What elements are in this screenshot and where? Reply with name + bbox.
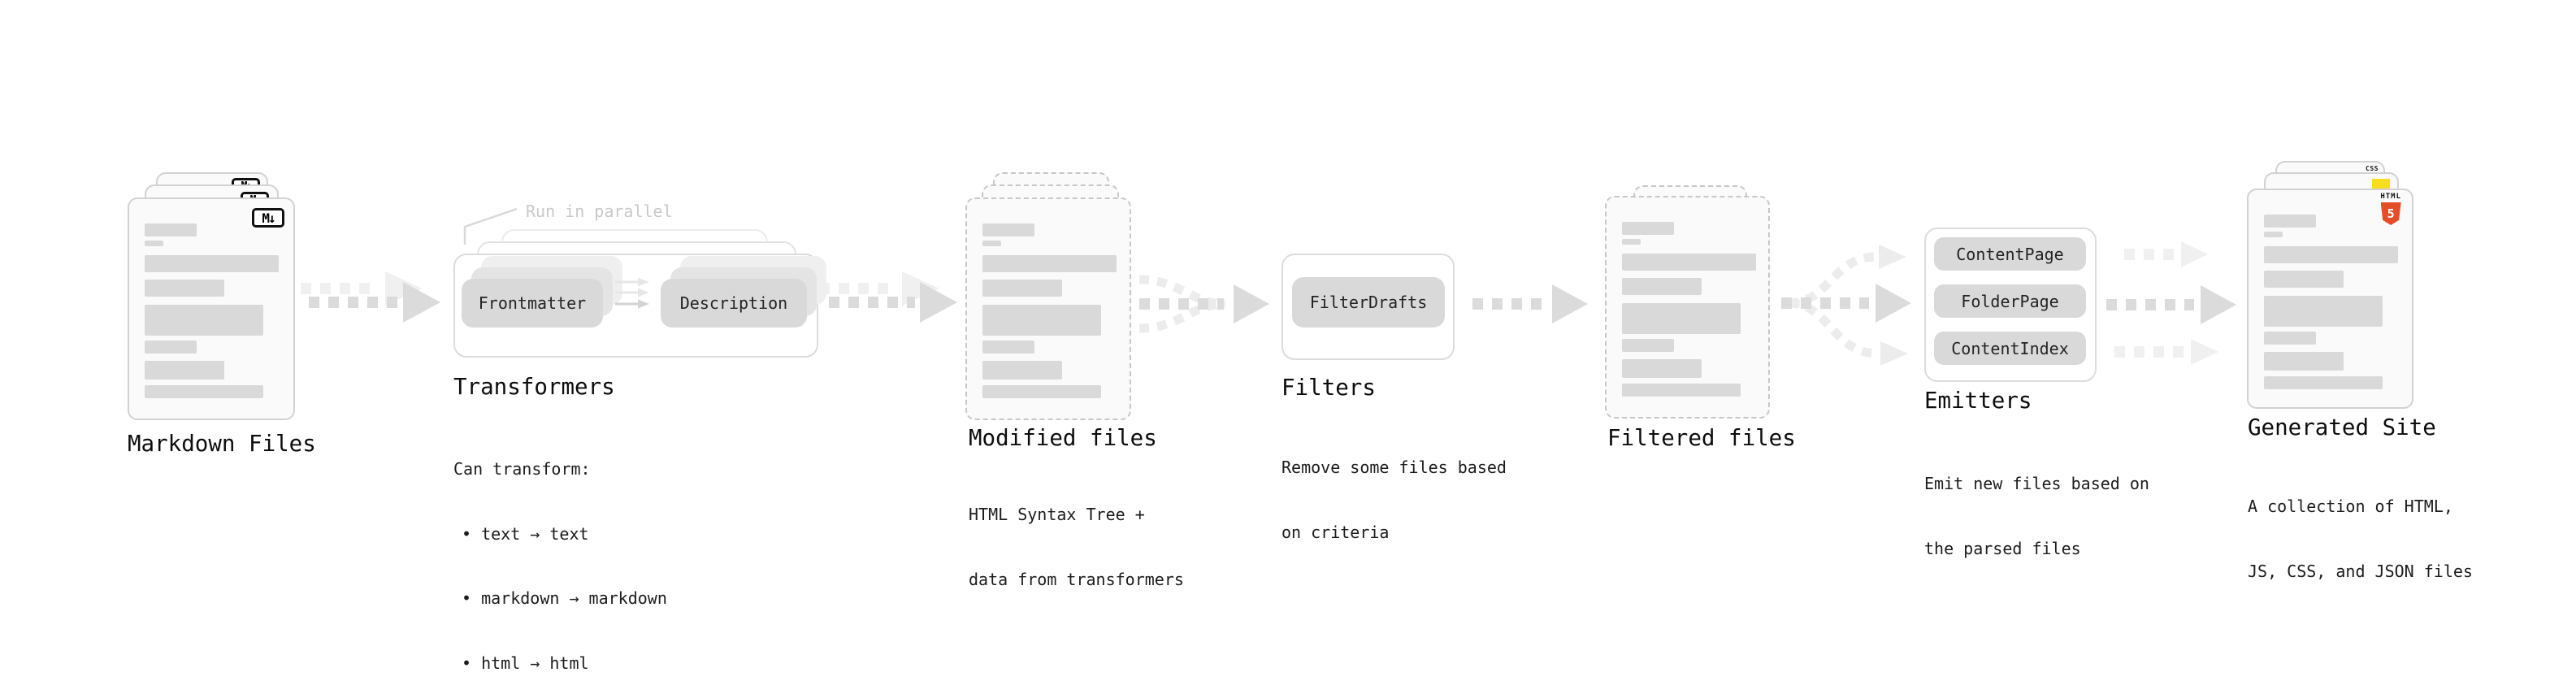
arrow-filters-to-filtered: [1472, 284, 1588, 323]
placeholder-line: [2264, 296, 2383, 327]
desc-line: • markdown → markdown: [462, 588, 667, 608]
placeholder-line: [2264, 232, 2283, 237]
placeholder-line: [2264, 215, 2316, 228]
emitters-title: Emitters: [1924, 388, 2032, 414]
placeholder-line: [2264, 332, 2316, 345]
placeholder-line: [1622, 278, 1702, 295]
arrow-transformers-to-modified: [819, 271, 957, 323]
filters-description: Remove some files based on criteria: [1281, 414, 1507, 586]
placeholder-line: [1622, 384, 1741, 397]
desc-line: • text → text: [462, 523, 589, 544]
arrow-markdown-to-transformers: [301, 271, 440, 323]
html5-number: 5: [2387, 206, 2395, 221]
filters-title: Filters: [1281, 375, 1376, 401]
html5-label: HTML: [2380, 193, 2401, 201]
transformer-description-pill: Description: [661, 279, 807, 327]
placeholder-line: [145, 305, 263, 336]
placeholder-line: [2264, 352, 2344, 371]
document-placeholder-lines: [967, 199, 1130, 419]
filtered-file-card-front: [1605, 196, 1770, 419]
html5-icon: HTML 5: [2380, 193, 2401, 225]
arrow-filtered-to-emitters-fan-out: [1781, 245, 1911, 366]
document-placeholder-lines: [1607, 197, 1768, 417]
emitter-contentpage-pill: ContentPage: [1934, 237, 2086, 271]
placeholder-line: [982, 340, 1034, 354]
run-in-parallel-label: Run in parallel: [526, 202, 673, 221]
placeholder-line: [2264, 246, 2398, 263]
modified-files-title: Modified files: [969, 425, 1157, 451]
desc-line: Remove some files based: [1281, 458, 1507, 477]
placeholder-line: [982, 241, 1001, 246]
placeholder-line: [145, 223, 197, 236]
placeholder-line: [982, 255, 1117, 272]
modified-file-card-front: [965, 197, 1131, 420]
arrow-emitters-to-site: [2106, 241, 2236, 365]
placeholder-line: [982, 280, 1062, 297]
placeholder-line: [145, 255, 279, 272]
placeholder-line: [2264, 376, 2383, 389]
placeholder-line: [145, 385, 263, 398]
css-badge-label: CSS: [2366, 165, 2379, 172]
transformers-description: Can transform: • text → text • markdown …: [453, 415, 667, 681]
generated-site-description: A collection of HTML, JS, CSS, and JSON …: [2248, 453, 2473, 625]
desc-line: HTML Syntax Tree +: [969, 505, 1145, 524]
desc-line: JS, CSS, and JSON files: [2248, 561, 2473, 581]
placeholder-line: [982, 361, 1062, 380]
placeholder-line: [1622, 303, 1741, 334]
placeholder-line: [1622, 339, 1674, 352]
document-placeholder-lines: [2249, 190, 2412, 407]
placeholder-line: [1622, 222, 1674, 235]
desc-line: data from transformers: [969, 569, 1184, 589]
placeholder-line: [1622, 254, 1756, 271]
placeholder-line: [1622, 359, 1702, 378]
modified-files-description: HTML Syntax Tree + data from transformer…: [969, 461, 1184, 633]
generated-site-title: Generated Site: [2248, 414, 2436, 440]
desc-line: the parsed files: [1924, 538, 2081, 558]
filter-drafts-pill: FilterDrafts: [1292, 277, 1445, 327]
emitter-folderpage-pill: FolderPage: [1934, 284, 2086, 318]
desc-line: • html → html: [462, 653, 589, 673]
emitter-contentindex-pill: ContentIndex: [1934, 332, 2086, 365]
markdown-files-title: Markdown Files: [128, 431, 316, 457]
markdown-icon: M↓: [252, 208, 284, 228]
placeholder-line: [1622, 239, 1641, 245]
placeholder-line: [982, 385, 1101, 398]
markdown-file-card-front: M↓: [128, 197, 295, 420]
placeholder-line: [145, 340, 197, 354]
transformer-frontmatter-pill: Frontmatter: [462, 279, 603, 327]
desc-line: on criteria: [1281, 522, 1390, 542]
desc-line: Emit new files based on: [1924, 474, 2149, 493]
filtered-files-title: Filtered files: [1607, 425, 1796, 451]
placeholder-line: [982, 223, 1034, 236]
placeholder-line: [145, 280, 224, 297]
desc-line: Can transform:: [453, 459, 591, 479]
site-file-card-html: HTML 5: [2247, 189, 2413, 409]
arrow-modified-to-filters-fan-in: [1138, 275, 1269, 333]
placeholder-line: [145, 241, 163, 246]
placeholder-line: [2264, 271, 2344, 288]
placeholder-line: [145, 361, 224, 380]
document-placeholder-lines: [129, 199, 293, 419]
placeholder-line: [982, 305, 1101, 336]
emitters-description: Emit new files based on the parsed files: [1924, 430, 2149, 602]
transformers-title: Transformers: [453, 374, 615, 400]
desc-line: A collection of HTML,: [2248, 497, 2453, 516]
js-icon: [2372, 179, 2390, 189]
